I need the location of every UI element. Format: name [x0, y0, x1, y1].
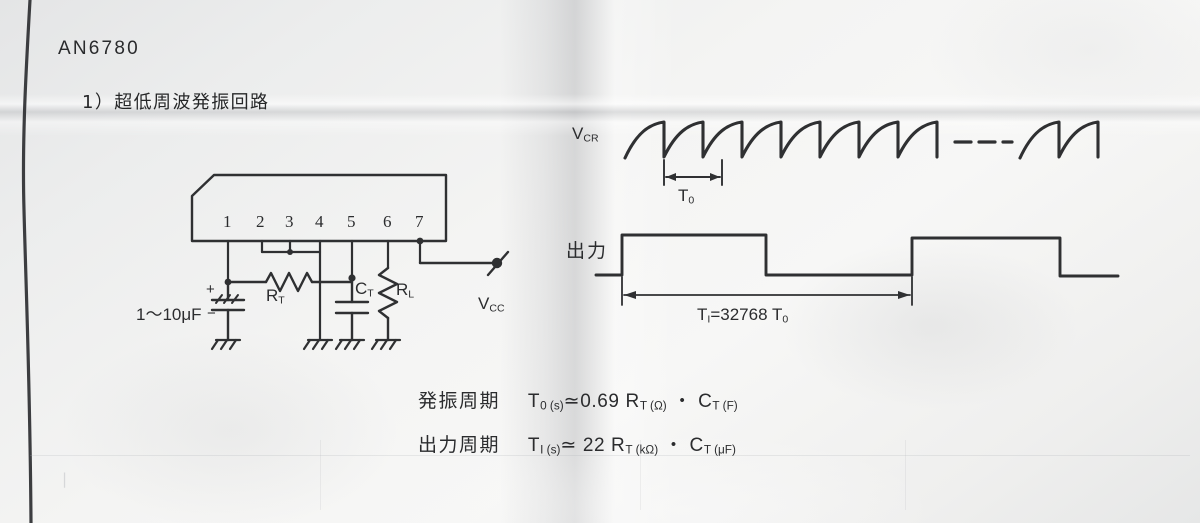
page-showthrough-artifact — [700, 470, 729, 488]
formula1-coefficient: 0.69 — [580, 391, 620, 412]
node-rail — [224, 274, 356, 286]
ic-pin-label-2: 2 — [256, 212, 265, 231]
formula2-term1: R — [611, 435, 626, 456]
ic-pin-label-6: 6 — [383, 212, 392, 231]
formula2-term2: C — [689, 435, 704, 456]
t1-label-main: T — [697, 305, 708, 324]
showthrough-rule — [905, 440, 906, 510]
input-capacitor-label: 1～10μF — [136, 305, 202, 324]
vcc-sub: CC — [489, 302, 505, 315]
formula1-term2-sub: T (F) — [712, 399, 738, 413]
ground-symbol — [210, 338, 242, 351]
formula2-coefficient: 22 — [582, 435, 606, 456]
part-number-heading: AN6780 — [58, 38, 140, 59]
ground-symbol — [302, 338, 334, 351]
ground-symbol — [370, 338, 402, 351]
load-resistor-rl-symbol — [377, 266, 399, 342]
formula1-symbol: T — [527, 391, 541, 412]
rt-sub: T — [278, 294, 285, 307]
showthrough-rule — [30, 455, 1190, 456]
pin2-pin3-jumper — [260, 249, 322, 255]
t1-dimension — [621, 276, 913, 306]
formula2-term1-sub: T (kΩ) — [625, 443, 659, 457]
load-resistor-label: RL — [396, 280, 414, 300]
formula1-name: 発振周期 — [418, 390, 501, 412]
formula2-relation: ≃ — [560, 435, 577, 456]
vcr-sawtooth-waveform — [623, 120, 1100, 160]
rl-main: R — [396, 280, 409, 299]
page-showthrough-artifact: | — [62, 470, 106, 488]
rt-main: R — [266, 286, 279, 305]
t1-value-sub: 0 — [782, 313, 789, 326]
formula2-symbol: T — [527, 435, 541, 456]
oscillation-period-formula: 発振周期 T0 (s)≃0.69 RT (Ω) ・ CT (F) — [418, 386, 738, 413]
page-showthrough-artifact — [940, 470, 978, 488]
t1-value: =32768 T — [710, 305, 783, 324]
formula1-relation: ≃ — [563, 391, 581, 412]
capacitor-minus-sign: − — [207, 305, 216, 322]
formula1-term1-sub: T (Ω) — [639, 399, 667, 413]
ic-pin-leads — [226, 239, 422, 342]
ct-sub: T — [367, 287, 374, 300]
t0-period-label: T0 — [678, 186, 694, 206]
formula1-term2: C — [698, 391, 713, 412]
ground-symbol — [334, 338, 366, 351]
t0-dimension — [663, 159, 723, 186]
ic-pin-label-4: 4 — [315, 212, 324, 231]
paper-blotch — [60, 330, 400, 523]
formula2-operator: ・ — [664, 435, 684, 456]
input-capacitor-symbol — [210, 280, 246, 342]
page-border-line — [21, 0, 33, 523]
formula2-term2-sub: T (μF) — [703, 443, 736, 457]
formula1-operator: ・ — [672, 391, 693, 412]
t1-label-sub: I — [707, 313, 711, 326]
output-waveform-label: 出力 — [566, 240, 609, 262]
showthrough-rule — [320, 440, 321, 510]
t1-interval-label: TI=32768 T0 — [697, 305, 788, 325]
section-title: 1）超低周波発振回路 — [82, 92, 270, 113]
ic-pin-label-7: 7 — [415, 212, 424, 231]
t0-label-main: T — [678, 186, 689, 205]
timing-resistor-label: RT — [266, 286, 285, 306]
ct-main: C — [355, 279, 368, 298]
vcc-branch — [416, 237, 498, 265]
formula1-symbol-sub: 0 (s) — [540, 399, 564, 413]
vcc-supply-label: VCC — [478, 294, 505, 314]
formula2-name: 出力周期 — [418, 434, 501, 456]
vcc-main: V — [478, 294, 490, 313]
showthrough-rule — [640, 440, 641, 510]
output-period-formula: 出力周期 TI (s)≃ 22 RT (kΩ) ・ CT (μF) — [418, 430, 736, 457]
formula1-term1: R — [625, 391, 640, 412]
ic-pin-label-5: 5 — [347, 212, 356, 231]
formula2-symbol-sub: I (s) — [540, 443, 561, 457]
timing-capacitor-label: CT — [355, 279, 374, 299]
rl-sub: L — [408, 288, 415, 301]
page-showthrough-artifact — [355, 470, 393, 488]
vcc-terminal-symbol — [486, 250, 510, 277]
paper-blotch — [780, 240, 1080, 410]
vcr-label-main: V — [572, 124, 584, 143]
paper-blotch — [930, 0, 1200, 140]
ic-pin-label-3: 3 — [285, 212, 294, 231]
output-square-waveform — [594, 233, 1120, 278]
vcr-waveform-label: VCR — [572, 124, 599, 144]
vcr-label-sub: CR — [583, 132, 599, 145]
capacitor-hatch — [215, 294, 239, 304]
ic-pin-label-1: 1 — [223, 212, 232, 231]
capacitor-plus-sign: + — [206, 281, 215, 298]
t0-label-sub: 0 — [688, 194, 695, 207]
